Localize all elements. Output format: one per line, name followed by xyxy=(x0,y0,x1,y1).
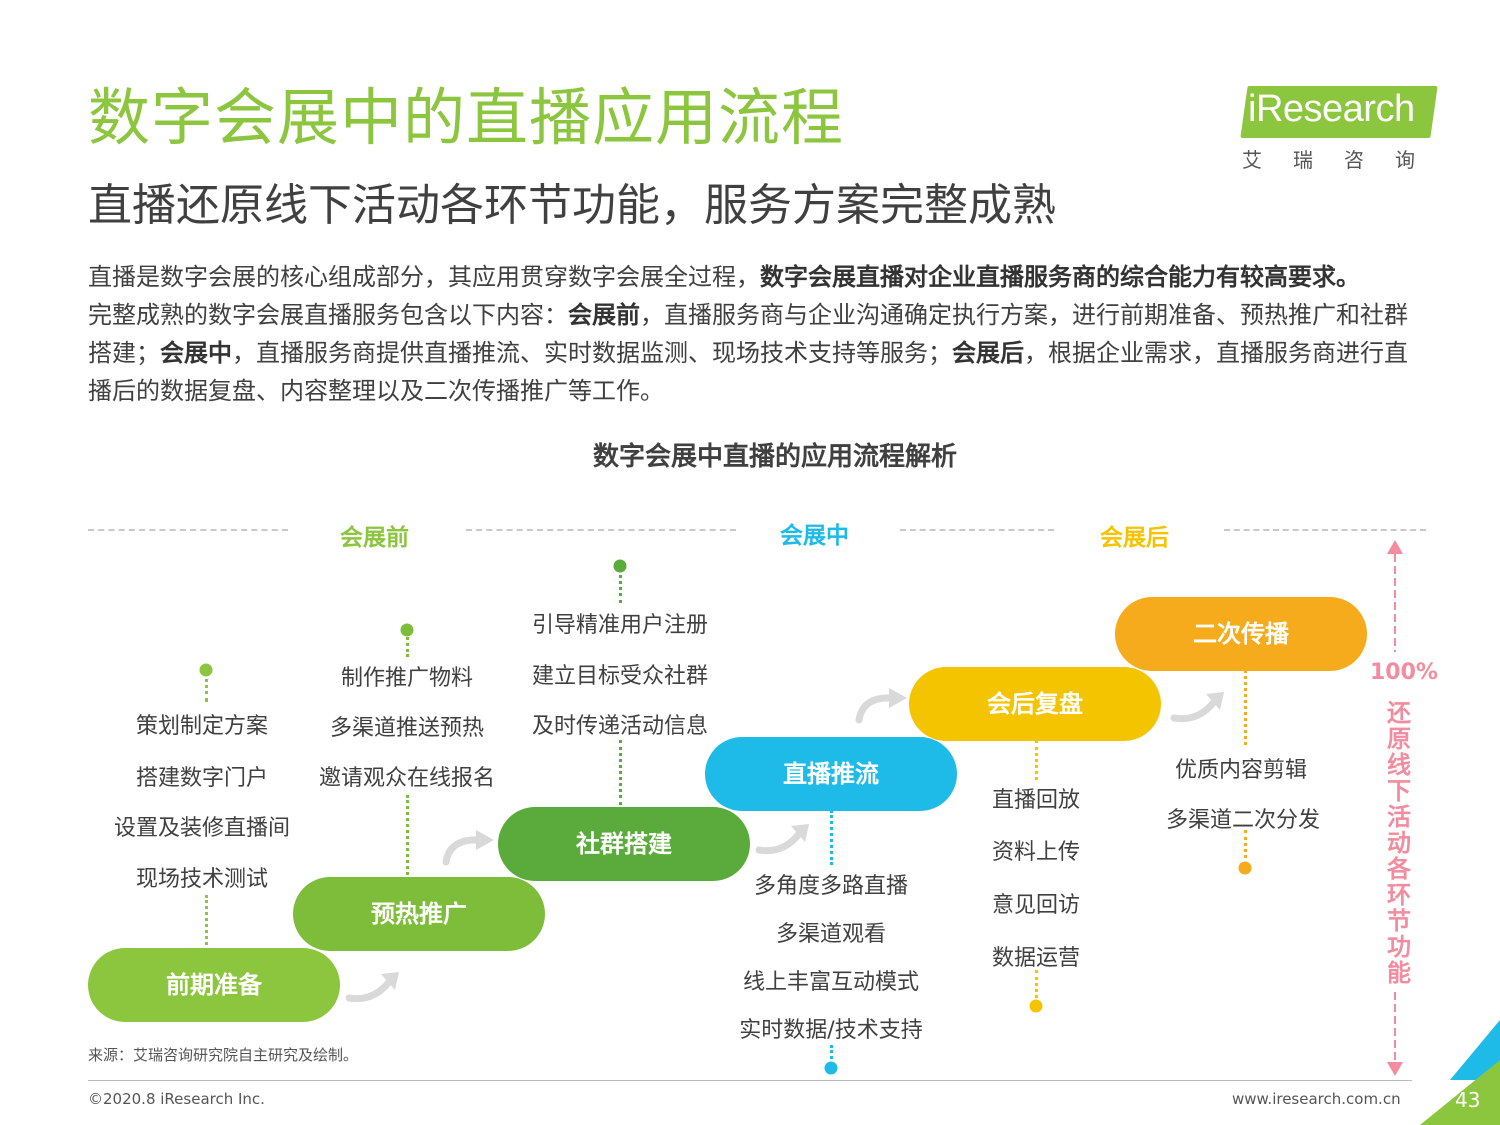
page-subtitle: 直播还原线下活动各环节功能，服务方案完整成熟 xyxy=(88,180,1056,231)
connector xyxy=(619,568,622,603)
phase-after: 会展后 xyxy=(1100,525,1169,551)
curved-arrow-icon xyxy=(755,824,809,855)
double-arrow-icon xyxy=(1387,540,1403,1076)
divider xyxy=(900,529,1054,531)
endpoint-dot xyxy=(199,663,213,677)
endpoint-dot xyxy=(1029,999,1043,1013)
step-pill-promo: 预热推广 xyxy=(293,877,545,951)
connector xyxy=(1244,830,1247,865)
step5-item: 直播回放 xyxy=(991,788,1081,813)
step4-item: 实时数据/技术支持 xyxy=(739,1018,923,1043)
step1-item: 策划制定方案 xyxy=(135,714,269,739)
percent-label: 100% xyxy=(1370,660,1438,685)
step-pill-prep: 前期准备 xyxy=(88,948,340,1022)
step1-item: 设置及装修直播间 xyxy=(113,816,291,841)
step6-item: 优质内容剪辑 xyxy=(1174,758,1308,783)
source-note: 来源：艾瑞咨询研究院自主研究及绘制。 xyxy=(88,1046,359,1064)
connector xyxy=(205,895,208,945)
curved-arrow-icon xyxy=(345,972,399,1003)
copyright: ©2020.8 iResearch Inc. xyxy=(88,1090,265,1108)
step3-item: 及时传递活动信息 xyxy=(531,714,709,739)
step4-item: 多渠道观看 xyxy=(775,922,887,947)
logo-cn: 艾瑞咨询 xyxy=(1242,148,1446,172)
connector xyxy=(830,1045,833,1065)
step4-item: 多角度多路直播 xyxy=(753,874,909,899)
step-pill-review: 会后复盘 xyxy=(909,667,1161,741)
diagram-title: 数字会展中直播的应用流程解析 xyxy=(592,442,957,472)
step2-item: 制作推广物料 xyxy=(340,666,474,691)
divider xyxy=(466,529,736,531)
phase-during: 会展中 xyxy=(780,523,849,549)
page-title: 数字会展中的直播应用流程 xyxy=(88,81,845,154)
iresearch-logo: iResearch 艾瑞咨询 xyxy=(1236,84,1438,174)
phase-before: 会展前 xyxy=(340,525,409,551)
curved-arrow-icon xyxy=(1170,692,1224,723)
intro-paragraph: 直播是数字会展的核心组成部分，其应用贯穿数字会展全过程，数字会展直播对企业直播服… xyxy=(88,263,1408,405)
website-url: www.iresearch.com.cn xyxy=(1232,1090,1401,1108)
step-pill-community: 社群搭建 xyxy=(498,807,750,881)
connector xyxy=(1244,670,1247,745)
endpoint-dot xyxy=(824,1061,838,1075)
divider xyxy=(88,529,288,531)
step2-item: 多渠道推送预热 xyxy=(329,716,485,741)
logo-text: iResearch xyxy=(1248,88,1415,130)
curved-arrow-icon xyxy=(442,830,494,866)
step5-item: 意见回访 xyxy=(991,893,1081,918)
step6-item: 多渠道二次分发 xyxy=(1165,808,1321,833)
page-number: 43 xyxy=(1455,1088,1481,1112)
step2-item: 邀请观众在线报名 xyxy=(318,766,496,791)
curved-arrow-icon xyxy=(855,688,907,724)
side-vertical-label: 还原线下活动各环节功能 xyxy=(1387,699,1411,987)
corner-decoration xyxy=(1420,1020,1500,1125)
step-pill-stream: 直播推流 xyxy=(705,737,957,811)
connector xyxy=(830,810,833,865)
step5-item: 数据运营 xyxy=(991,946,1081,971)
step3-item: 引导精准用户注册 xyxy=(531,613,709,638)
connector xyxy=(205,672,208,702)
connector xyxy=(406,795,409,875)
step1-item: 搭建数字门户 xyxy=(135,766,269,791)
connector xyxy=(1035,740,1038,780)
divider xyxy=(1224,529,1426,531)
connector xyxy=(1035,970,1038,1005)
endpoint-dot xyxy=(613,559,627,573)
connector xyxy=(619,740,622,805)
connector xyxy=(406,632,409,657)
step1-item: 现场技术测试 xyxy=(135,867,269,892)
footer-divider xyxy=(88,1080,1412,1081)
endpoint-dot xyxy=(400,623,414,637)
step5-item: 资料上传 xyxy=(991,840,1081,865)
step4-item: 线上丰富互动模式 xyxy=(742,970,920,995)
step3-item: 建立目标受众社群 xyxy=(531,664,709,689)
endpoint-dot xyxy=(1238,861,1252,875)
step-pill-spread: 二次传播 xyxy=(1115,597,1367,671)
